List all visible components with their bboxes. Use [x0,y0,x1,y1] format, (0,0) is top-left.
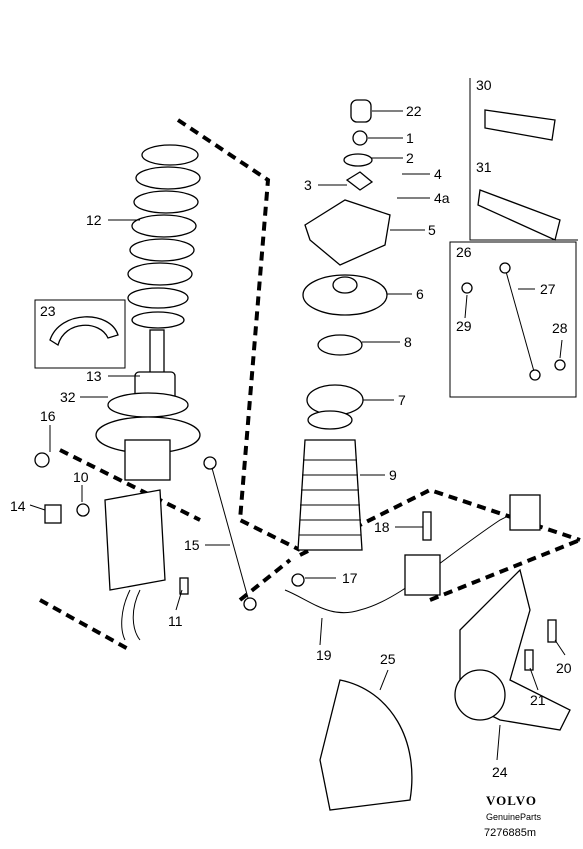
callout-32: 32 [60,389,76,405]
callout-9: 9 [389,467,397,483]
callout-20: 20 [556,660,572,676]
callout-30: 30 [476,77,492,93]
callout-1: 1 [406,130,414,146]
callout-6: 6 [416,286,424,302]
genuine-parts-tag: GenuineParts [486,812,542,822]
callout-29: 29 [456,318,472,334]
callout-2: 2 [406,150,414,166]
callout-18: 18 [374,519,390,535]
footer: VOLVO GenuineParts 7276885m [484,793,542,839]
callout-27: 27 [540,281,556,297]
callout-10: 10 [73,469,89,485]
callout-15: 15 [184,537,200,553]
callout-31: 31 [476,159,492,175]
splash-shield [319,679,413,811]
callout-4: 4 [434,166,442,182]
sway-bar [284,494,541,614]
callout-22: 22 [406,103,422,119]
callout-13: 13 [86,368,102,384]
callout-14: 14 [10,498,26,514]
callout-8: 8 [404,334,412,350]
drawing-number: 7276885m [484,827,536,839]
link-inset [449,241,577,398]
callout-12: 12 [86,212,102,228]
callout-25: 25 [380,651,396,667]
callout-labels: 22 1 2 3 4 4a 5 6 8 7 9 12 23 13 32 16 1… [10,77,572,780]
callout-3: 3 [304,177,312,193]
top-mount-stack [302,99,391,430]
callout-7: 7 [398,392,406,408]
clip-inset [469,78,578,241]
callout-16: 16 [40,408,56,424]
hardware [34,452,557,671]
callout-23: 23 [40,303,56,319]
steering-knuckle [454,568,571,731]
bellows-gaiter [297,439,363,551]
callout-26: 26 [456,244,472,260]
strut-assembly-outline [39,118,301,652]
callout-24: 24 [492,764,508,780]
callout-4a: 4a [434,190,450,206]
callout-28: 28 [552,320,568,336]
volvo-brand: VOLVO [486,793,537,808]
callout-5: 5 [428,222,436,238]
shock-absorber [95,329,201,641]
callout-17: 17 [342,570,358,586]
spring-isolator [34,299,126,369]
coil-spring [127,144,201,329]
stabilizer-link [203,456,257,611]
callout-21: 21 [530,692,546,708]
leader-lines [29,110,566,761]
callout-11: 11 [168,613,183,629]
callout-19: 19 [316,647,332,663]
